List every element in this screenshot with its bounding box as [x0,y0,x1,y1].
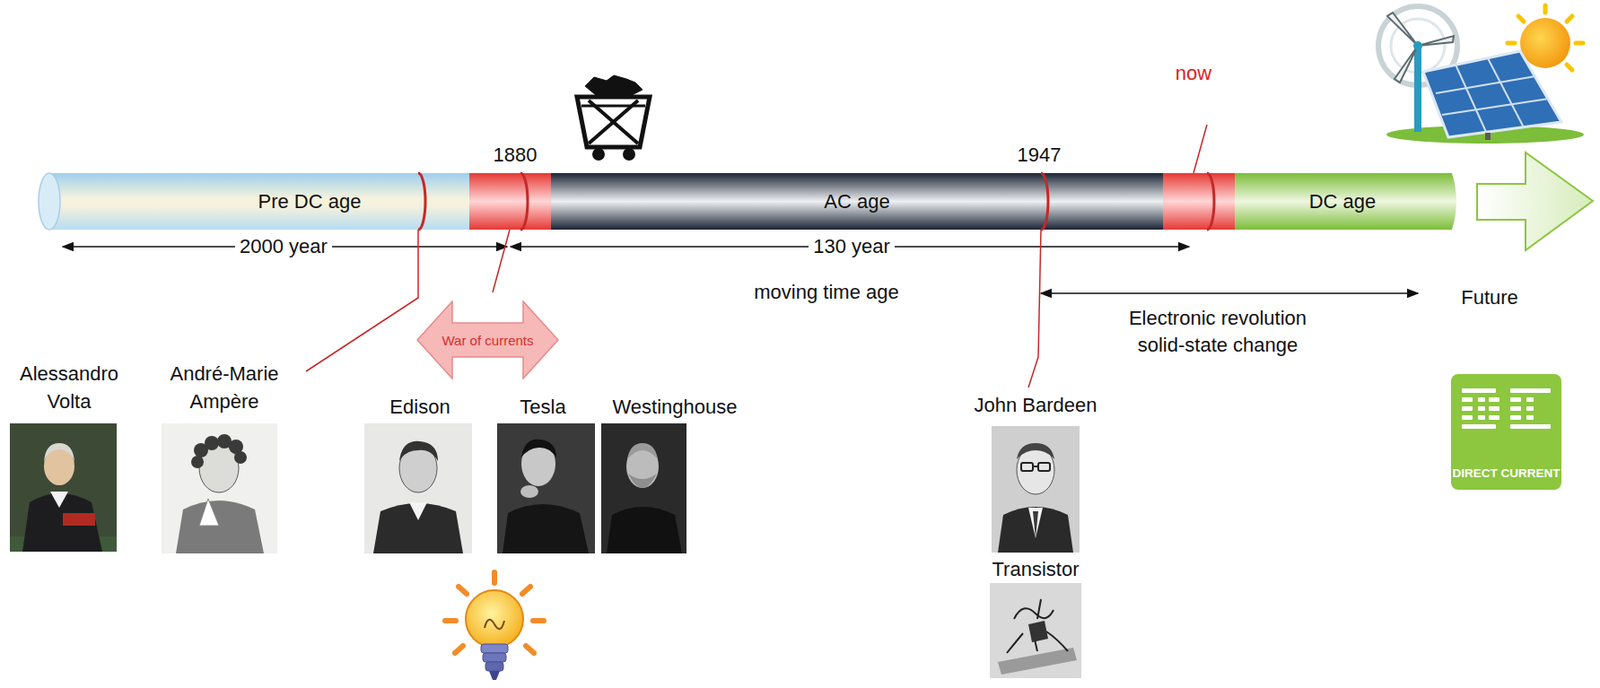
double-arrow: War of currents [416,300,560,380]
now-marker: now [1175,61,1212,86]
era-band: Pre DC age [179,173,440,230]
year-marker: 1947 [1017,143,1062,167]
person-name: Edison [389,395,450,420]
year-marker: 1880 [493,143,538,167]
era-name: DC age [1309,190,1377,213]
span-label: 2000 year [235,235,333,259]
badge-text: DIRECT CURRENT [1451,465,1562,481]
era-note: moving time age [753,280,899,305]
person-name: Alessandro Volta [13,359,125,416]
future-label: Future [1460,286,1519,310]
era-note: Electronic revolution solid-state change [1105,305,1330,359]
era-name: Pre DC age [258,190,362,213]
person-name: Westinghouse [612,395,737,420]
era-band: AC age [681,173,1032,230]
person-name: André-Marie Ampère [161,359,288,416]
logo-badge: DIRECT CURRENT [1451,374,1562,490]
device-name: Transistor [992,558,1080,582]
person-name: Tesla [519,395,566,420]
person-name: John Bardeen [974,393,1098,418]
span-label: 130 year [808,235,895,259]
era-band: DC age [1247,173,1438,230]
dc-symbol [1451,377,1562,441]
era-name: AC age [823,190,890,213]
arrow-label: War of currents [442,332,534,349]
